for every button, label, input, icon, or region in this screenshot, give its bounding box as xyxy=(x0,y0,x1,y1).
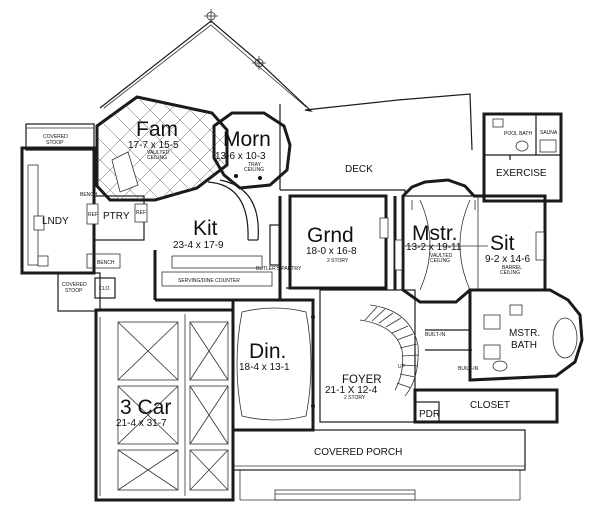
grnd-size: 18-0 x 16-8 xyxy=(306,246,357,257)
pantry-room xyxy=(86,195,148,269)
covered-stoop-top-1: COVERED xyxy=(43,134,68,140)
fam-note2: CEILING xyxy=(147,155,167,161)
morn-note2: CEILING xyxy=(244,167,264,173)
covered-stoop-bot-1: COVERED xyxy=(62,282,87,288)
kit-name: Kit xyxy=(193,217,218,240)
mstr-bath-label-2: BATH xyxy=(511,340,537,351)
bench-label-2: BENCH xyxy=(80,192,98,198)
mstr-note1: VAULTED xyxy=(430,253,453,259)
covered-stoop-top xyxy=(25,123,95,151)
grnd-note1: 2 STORY xyxy=(327,258,349,264)
foyer-name: FOYER xyxy=(342,374,382,386)
fam-size: 17-7 x 15-5 xyxy=(128,140,179,151)
exercise-block xyxy=(482,112,563,203)
car-name: 3 Car xyxy=(120,396,171,419)
mstr-bath-label-1: MSTR. xyxy=(509,328,540,339)
morn-name: Morn xyxy=(223,128,271,151)
butlers-label: BUTLER'S PANTRY xyxy=(256,266,302,272)
garage xyxy=(94,308,235,502)
laundry-room xyxy=(20,146,96,275)
covered-stoop-top-2: STOOP xyxy=(46,140,64,146)
deck-label: DECK xyxy=(345,164,373,175)
fam-note1: VAULTED xyxy=(147,150,170,156)
covered-stoop-bottom xyxy=(57,272,116,312)
din-name: Din. xyxy=(249,340,286,363)
lndy-label: LNDY xyxy=(42,216,69,227)
sit-size: 9-2 x 14-6 xyxy=(485,254,530,265)
mstr-name: Mstr. xyxy=(412,222,458,245)
foyer-area xyxy=(311,289,420,423)
ref-label-1: REF xyxy=(88,212,98,218)
kit-size: 23-4 x 17-9 xyxy=(173,240,224,251)
morning-room xyxy=(212,111,292,190)
built-in-label-1: BUILT-IN xyxy=(425,332,446,338)
fam-name: Fam xyxy=(136,118,178,141)
pdr-label: PDR xyxy=(419,409,440,420)
closet-label: CLOSET xyxy=(470,400,510,411)
ptry-label: PTRY xyxy=(103,211,130,222)
sit-note1: BARREL xyxy=(502,265,522,271)
morn-note1: TRAY xyxy=(248,162,262,168)
ref-label-2: REF xyxy=(136,210,146,216)
din-size: 18-4 x 13-1 xyxy=(239,362,290,373)
serving-label: SERVING/DINE COUNTER xyxy=(178,278,240,284)
sauna-label: SAUNA xyxy=(540,130,558,136)
exercise-label: EXERCISE xyxy=(496,168,547,179)
sit-name: Sit xyxy=(490,232,515,255)
built-in-label-2: BUILT-IN xyxy=(458,366,479,372)
pool-bath-label: POOL BATH xyxy=(504,131,532,137)
foyer-size: 21-1 X 12-4 xyxy=(325,385,378,396)
covered-stoop-bot-2: STOOP xyxy=(65,288,83,294)
bench-label-1: BENCH xyxy=(97,260,115,266)
morn-size: 13-6 x 10-3 xyxy=(215,151,266,162)
up-label: UP xyxy=(398,364,406,370)
master-bath xyxy=(468,288,584,382)
master-suite xyxy=(393,178,547,304)
covered-porch-label: COVERED PORCH xyxy=(314,447,402,458)
sit-note2: CEILING xyxy=(500,270,520,276)
covered-porch xyxy=(232,429,526,501)
mstr-size: 13-2 x 19-11 xyxy=(406,242,462,253)
grnd-name: Grnd xyxy=(307,224,354,247)
mstr-note2: CEILING xyxy=(430,258,450,264)
car-size: 21-4 x 31-7 xyxy=(116,418,167,429)
great-room xyxy=(286,194,389,290)
foyer-note1: 2 STORY xyxy=(344,395,366,401)
clo-label: CLO. xyxy=(99,286,111,292)
